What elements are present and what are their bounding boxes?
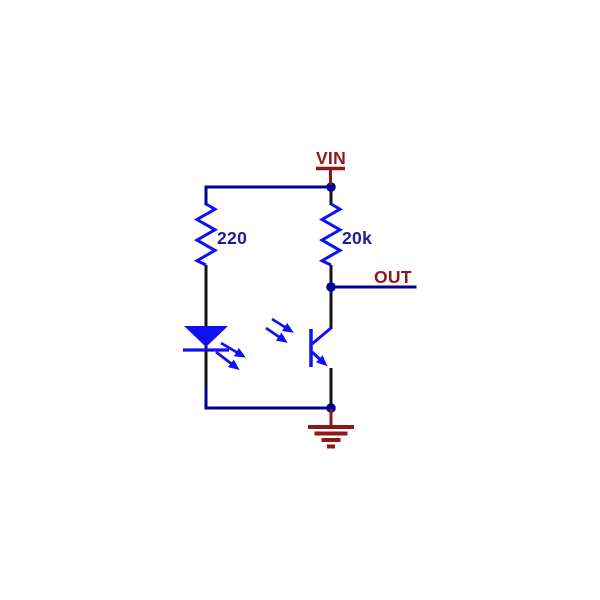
value-label-texts: 220 20k (217, 228, 372, 248)
led-emitted-light-arrow-2 (215, 350, 240, 370)
vin-label: VIN (316, 148, 346, 168)
out-label: OUT (374, 267, 412, 287)
phototransistor-incoming-light-arrow-1 (271, 317, 294, 333)
resistor-20k-value-label: 20k (342, 228, 372, 248)
out-junction-dot (326, 282, 336, 292)
devices (183, 202, 344, 370)
vin-supply-symbol (316, 166, 345, 185)
vin-junction-dot (326, 182, 336, 192)
ground-symbol (308, 409, 354, 449)
junction-dots (326, 182, 336, 413)
net-wires (204, 185, 417, 410)
power-symbols (308, 166, 354, 449)
phototransistor-symbol (265, 317, 332, 367)
led-symbol (183, 326, 246, 370)
resistor-220-body (193, 202, 219, 267)
phototransistor-emitter-arrow (310, 350, 328, 367)
resistor-20k-body (318, 202, 344, 267)
vin-rail-wire (204, 185, 333, 206)
phototransistor-collector-lead (311, 326, 332, 346)
resistor-220-value-label: 220 (217, 228, 247, 248)
gnd-junction-dot (326, 403, 336, 413)
net-label-texts: VIN OUT (316, 148, 412, 287)
component-pins (204, 187, 333, 406)
phototransistor-incoming-light-arrow-2 (265, 326, 288, 343)
gnd-rail-wire (204, 384, 333, 410)
led-triangle (184, 326, 228, 347)
led-emitted-light-arrow-1 (220, 341, 246, 358)
